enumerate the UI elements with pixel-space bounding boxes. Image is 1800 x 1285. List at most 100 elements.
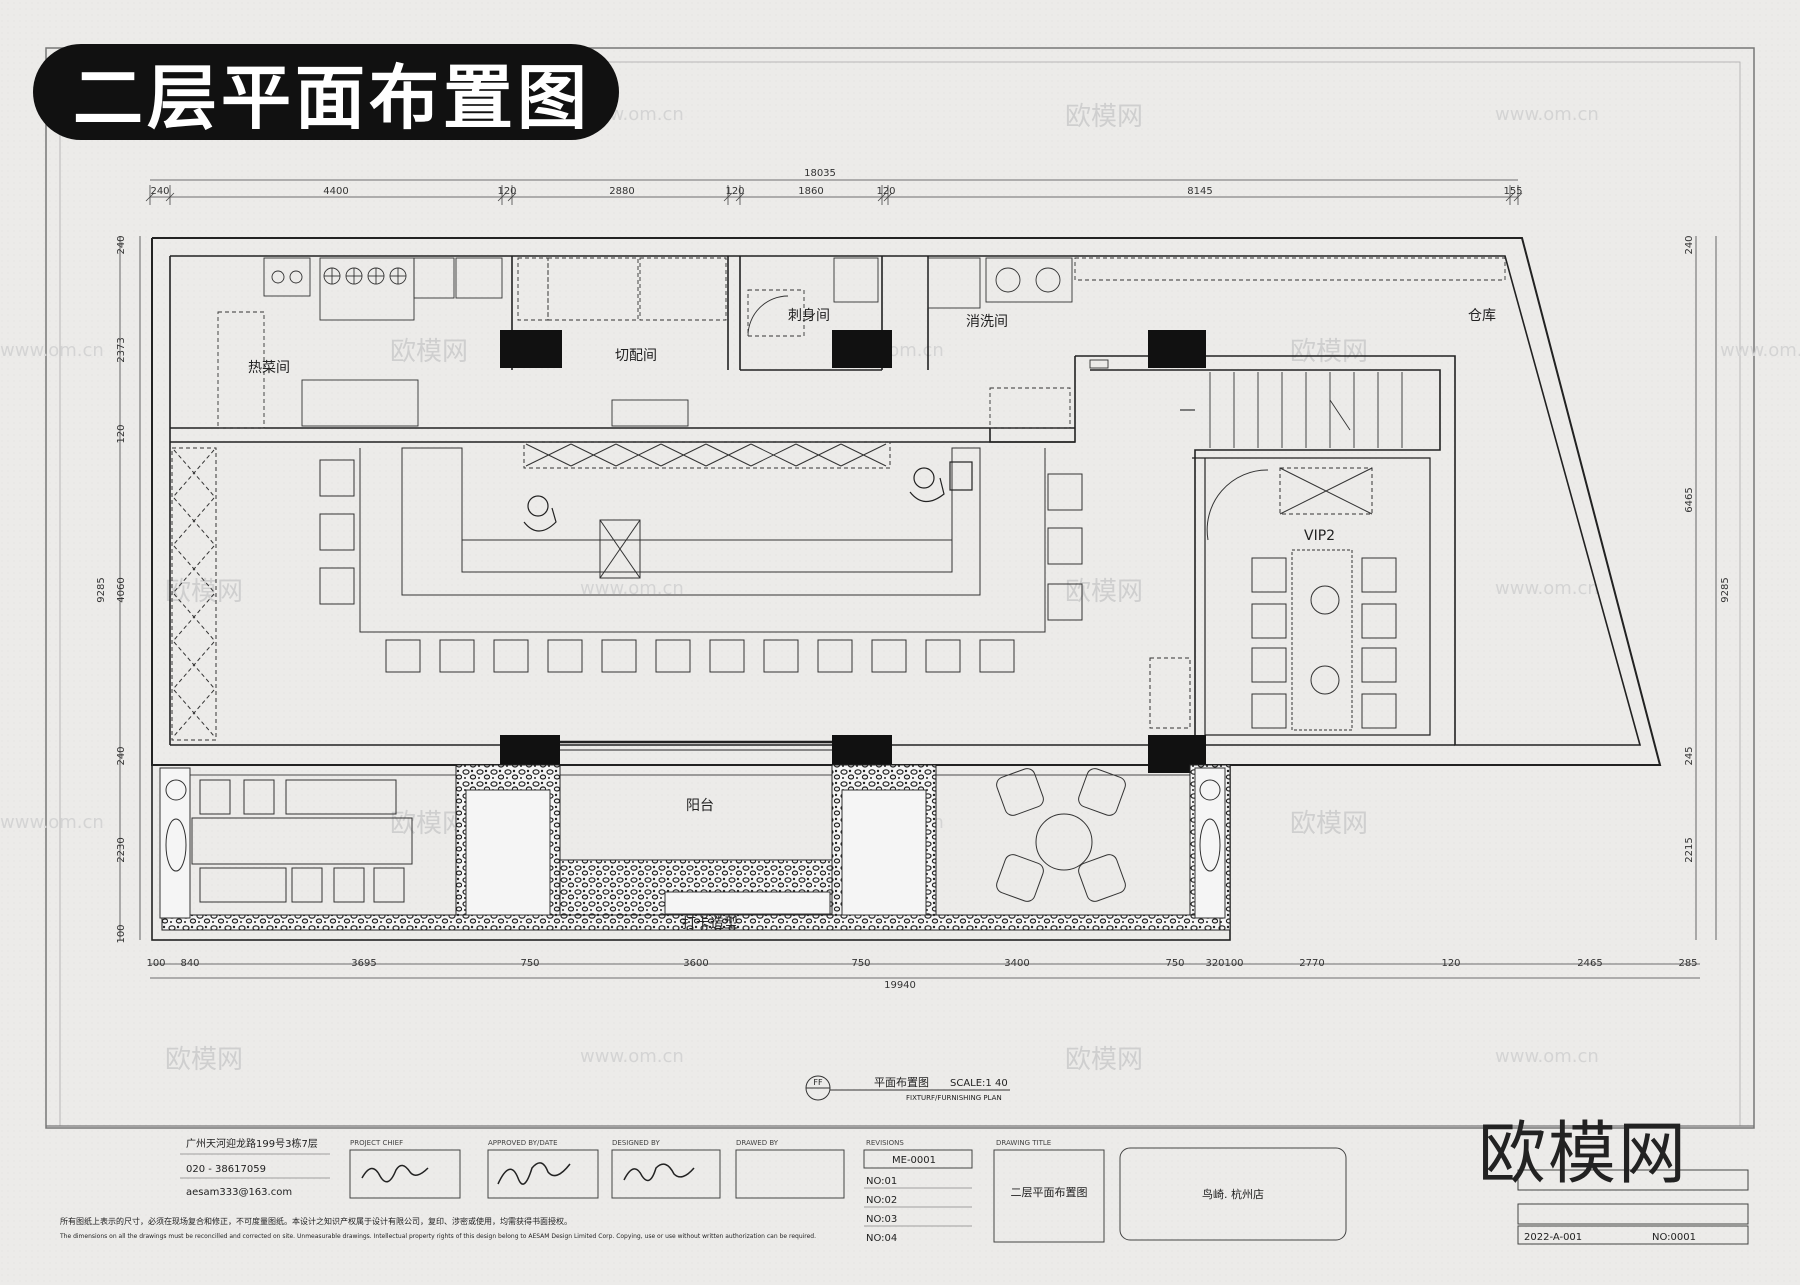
dim-bottom-11: 120 [1441,958,1460,969]
dim-top-0: 240 [150,186,169,197]
dim-left-5: 2230 [116,837,127,862]
dimension-top [145,179,1523,205]
dining-chair [1047,583,1083,621]
vip-chair [1361,647,1397,683]
vip-chair [1251,647,1287,683]
dining-chair [655,639,691,673]
dim-left-2: 120 [116,424,127,443]
watermark-site: www.om.cn [1495,1046,1599,1067]
tb-address: 广州天河迎龙路199号3栋7层 [186,1137,318,1150]
structural-columns [500,330,1206,773]
dining-chair [871,639,907,673]
dining-chair [1047,473,1083,511]
watermark-site: www.om.cn [0,812,104,833]
dim-bottom-total: 19940 [884,980,916,991]
tb-drawing-title: 二层平面布置图 [1011,1186,1088,1199]
dim-bottom-0: 100 [146,958,165,969]
vip-chair [1361,603,1397,639]
tb-email: aesam333@163.com [186,1187,292,1198]
room-label-balcony: 阳台 [686,798,714,814]
dim-top-7: 8145 [1187,186,1212,197]
dining-chair [319,567,355,605]
dim-left-0: 240 [116,235,127,254]
tb-label-approved: APPROVED BY/DATE [488,1139,558,1147]
tb-label-revisions: REVISIONS [866,1139,904,1147]
tb-revision-code: ME-0001 [892,1155,936,1166]
dim-top-8: 155 [1503,186,1522,197]
watermark-brand: 欧模网 [1065,577,1143,607]
dim-bottom-12: 2465 [1577,958,1602,969]
tb-phone: 020 - 38617059 [186,1164,266,1175]
dim-right-1: 6465 [1684,487,1695,512]
watermark-site: www.om.cn [580,578,684,599]
tb-label-drawing-title: DRAWING TITLE [996,1139,1051,1147]
tb-drawing-no: 2022-A-001 [1524,1232,1582,1243]
dimension-right [1695,236,1717,940]
watermark-brand: 欧模网 [1065,1045,1143,1075]
vip-chair [1361,693,1397,729]
room-label-storage: 仓库 [1468,308,1496,324]
dining-chair [1047,527,1083,565]
room-label-prep-room: 切配间 [615,348,657,364]
brand-logo: 欧模网 [1478,1115,1689,1194]
dining-chair [319,513,355,551]
watermark-site: www.om.cn [1495,578,1599,599]
caption-title: 平面布置图 [874,1076,929,1089]
dining-chair [979,639,1015,673]
tb-label-project-chief: PROJECT CHIEF [350,1139,403,1147]
watermark-site: www.om.cn [0,340,104,361]
dim-bottom-3: 750 [520,958,539,969]
watermark-brand: 欧模网 [1290,337,1368,367]
dining-chair [601,639,637,673]
tb-revision-3: NO:03 [866,1214,897,1225]
title-block: 广州天河迎龙路199号3栋7层 020 - 38617059 aesam333@… [59,1137,1749,1245]
watermark-brand: 欧模网 [1290,809,1368,839]
dim-bottom-7: 750 [1165,958,1184,969]
dining-chair [385,639,421,673]
dim-right-3: 2215 [1684,837,1695,862]
dim-bottom-2: 3695 [351,958,376,969]
dining-chair [709,639,745,673]
signature-designed [623,1163,695,1182]
vip-chair [1251,557,1287,593]
watermark-brand: 欧模网 [390,337,468,367]
dim-top-2: 120 [497,186,516,197]
dim-top-total: 18035 [804,168,836,179]
caption-scale: SCALE:1 40 [950,1078,1008,1089]
plan-caption: FF 平面布置图 SCALE:1 40 FIXTURF/FURNISHING P… [805,1075,1010,1102]
vip-chair [1251,603,1287,639]
dim-top-1: 4400 [323,186,348,197]
caption-subtitle: FIXTURF/FURNISHING PLAN [906,1094,1002,1102]
dim-left-3: 4060 [116,577,127,602]
dim-bottom-1: 840 [180,958,199,969]
tb-label-drawed: DRAWED BY [736,1139,779,1147]
dim-left-6: 100 [116,924,127,943]
dim-right-0: 240 [1684,235,1695,254]
tb-revision-1: NO:01 [866,1176,897,1187]
watermark-brand: 欧模网 [390,809,468,839]
vip-chair [1251,693,1287,729]
watermark-brand: 欧模网 [165,1045,243,1075]
tb-sheet-no: NO:0001 [1652,1232,1696,1243]
tb-label-designed: DESIGNED BY [612,1139,660,1147]
page-title-badge: 二层平面布置图 [33,44,619,140]
dining-chair [763,639,799,673]
tb-note-cn: 所有图纸上表示的尺寸，必须在现场复合和修正，不可度量图纸。本设计之知识产权属于设… [60,1216,572,1226]
watermark-brand: 欧模网 [165,577,243,607]
room-label-photo-spot: 打卡造型 [682,915,738,932]
dim-bottom-8: 320 [1205,958,1224,969]
dim-top-4: 120 [725,186,744,197]
dim-left-1: 2373 [116,337,127,362]
dim-left-total: 9285 [96,577,107,602]
watermark-brand: 欧模网 [1065,102,1143,132]
dim-top-6: 120 [876,186,895,197]
dim-right-total: 9285 [1720,577,1731,602]
tb-revision-4: NO:04 [866,1233,897,1244]
room-label-sashimi-room: 刺身间 [788,308,830,324]
room-label-wash-room: 消洗间 [966,314,1008,330]
service-counters [359,441,1046,633]
tb-note-en: The dimensions on all the drawings must … [59,1233,816,1240]
